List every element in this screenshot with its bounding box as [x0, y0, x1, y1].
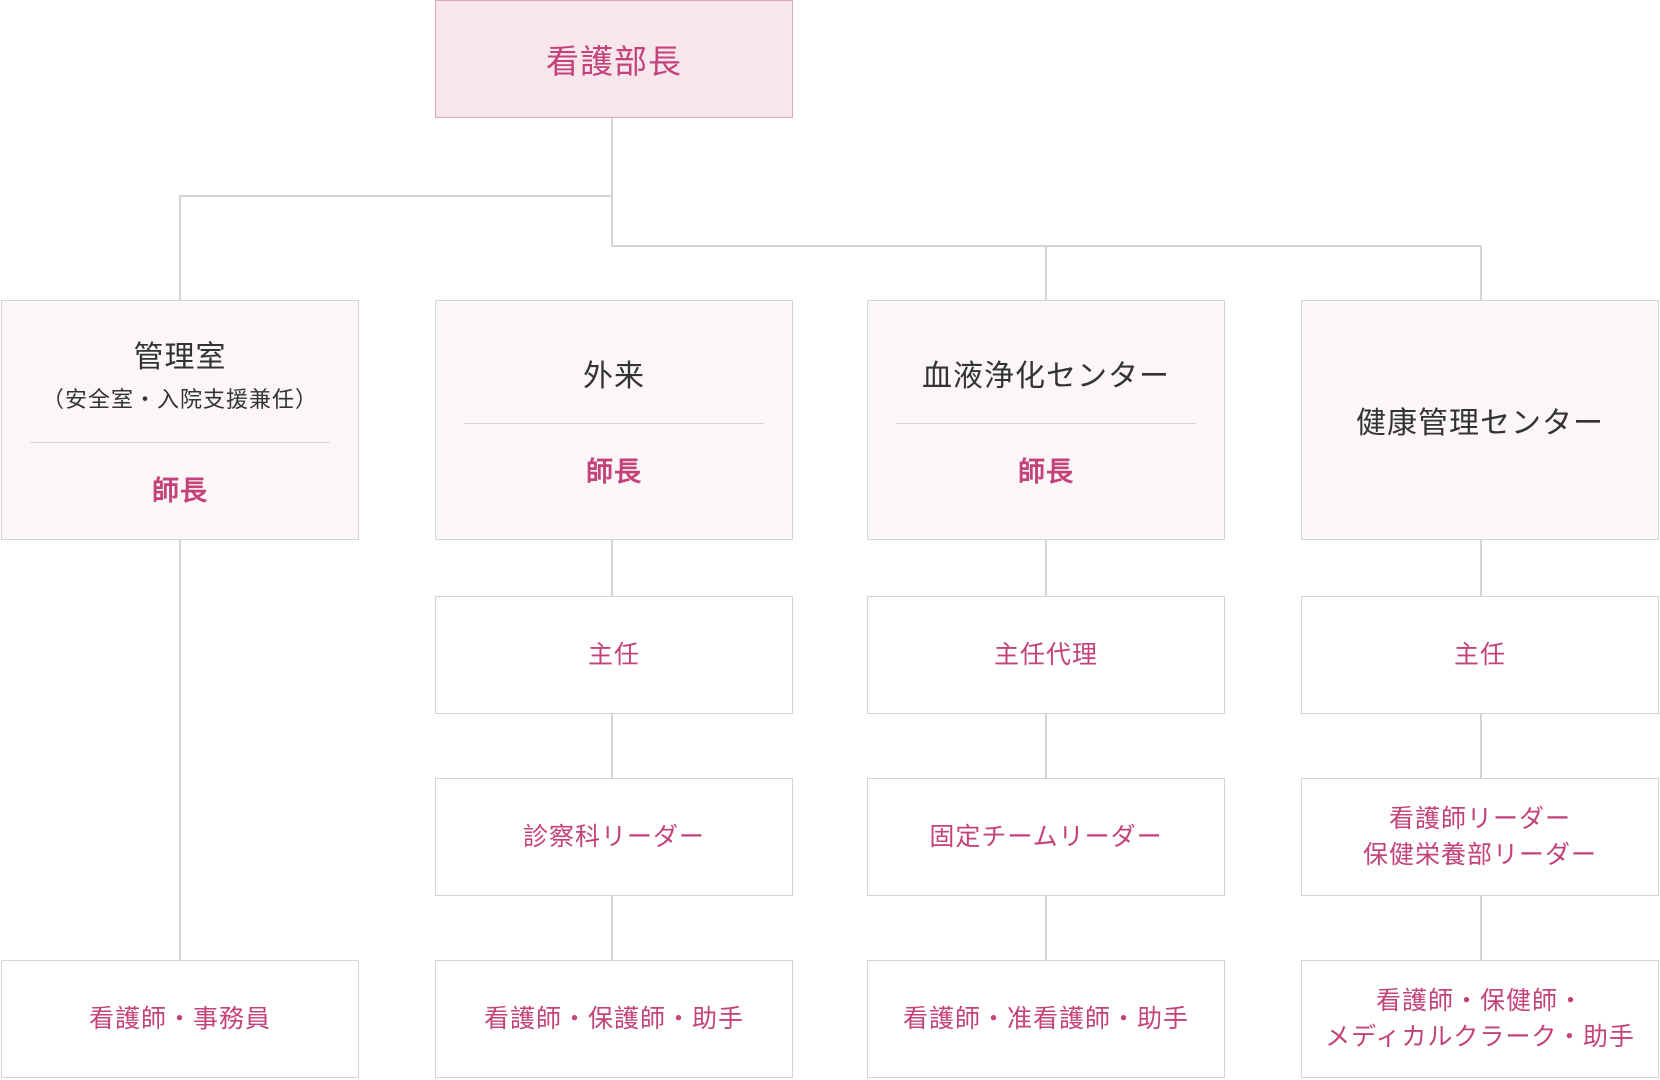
health-leader-line-1: 看護師リーダー — [1388, 803, 1571, 833]
outpatient-head: 師長 — [586, 457, 642, 489]
dialysis-center-head: 師長 — [1018, 457, 1074, 489]
health-chief-label: 主任 — [1453, 639, 1506, 669]
dialysis-deputy-chief-label: 主任代理 — [993, 639, 1098, 669]
management-office-head: 師長 — [152, 476, 208, 508]
dialysis-center-box: 血液浄化センター 師長 — [867, 300, 1225, 540]
dialysis-team-leader-label: 固定チームリーダー — [929, 821, 1163, 851]
connector-top-to-departments — [612, 245, 1482, 300]
health-leader-line-2: 保健栄養部リーダー — [1362, 840, 1597, 869]
management-staff-box: 看護師・事務員 — [1, 960, 359, 1078]
divider — [896, 422, 1196, 425]
management-office-box: 管理室 （安全室・入院支援兼任） 師長 — [1, 300, 359, 540]
dialysis-staff-label: 看護師・准看護師・助手 — [902, 1003, 1189, 1033]
dialysis-deputy-chief-box: 主任代理 — [867, 596, 1225, 714]
health-staff-box: 看護師・保健師・ メディカルクラーク・助手 — [1301, 960, 1659, 1078]
management-office-subtitle: （安全室・入院支援兼任） — [41, 387, 318, 413]
dialysis-team-leader-box: 固定チームリーダー — [867, 778, 1225, 896]
outpatient-chief-box: 主任 — [435, 596, 793, 714]
nursing-director-box: 看護部長 — [435, 0, 793, 118]
outpatient-leader-box: 診察科リーダー — [435, 778, 793, 896]
outpatient-leader-label: 診察科リーダー — [522, 821, 705, 851]
outpatient-staff-label: 看護師・保護師・助手 — [483, 1003, 744, 1033]
outpatient-name: 外来 — [583, 358, 645, 394]
dialysis-staff-box: 看護師・准看護師・助手 — [867, 960, 1225, 1078]
outpatient-box: 外来 師長 — [435, 300, 793, 540]
health-center-box: 健康管理センター — [1301, 300, 1659, 540]
outpatient-staff-box: 看護師・保護師・助手 — [435, 960, 793, 1078]
divider — [30, 441, 330, 444]
dialysis-center-name: 血液浄化センター — [922, 358, 1170, 394]
health-staff-line-2: メディカルクラーク・助手 — [1325, 1022, 1635, 1051]
health-staff-line-1: 看護師・保健師・ — [1375, 985, 1584, 1015]
health-leader-box: 看護師リーダー 保健栄養部リーダー — [1301, 778, 1659, 896]
management-staff-label: 看護師・事務員 — [88, 1003, 271, 1033]
outpatient-chief-label: 主任 — [587, 639, 640, 669]
divider — [464, 422, 764, 425]
health-chief-box: 主任 — [1301, 596, 1659, 714]
nursing-director-title: 看護部長 — [546, 42, 682, 81]
management-office-name: 管理室 — [133, 339, 227, 375]
health-center-name: 健康管理センター — [1356, 406, 1604, 441]
connector-top-to-management — [179, 118, 613, 300]
